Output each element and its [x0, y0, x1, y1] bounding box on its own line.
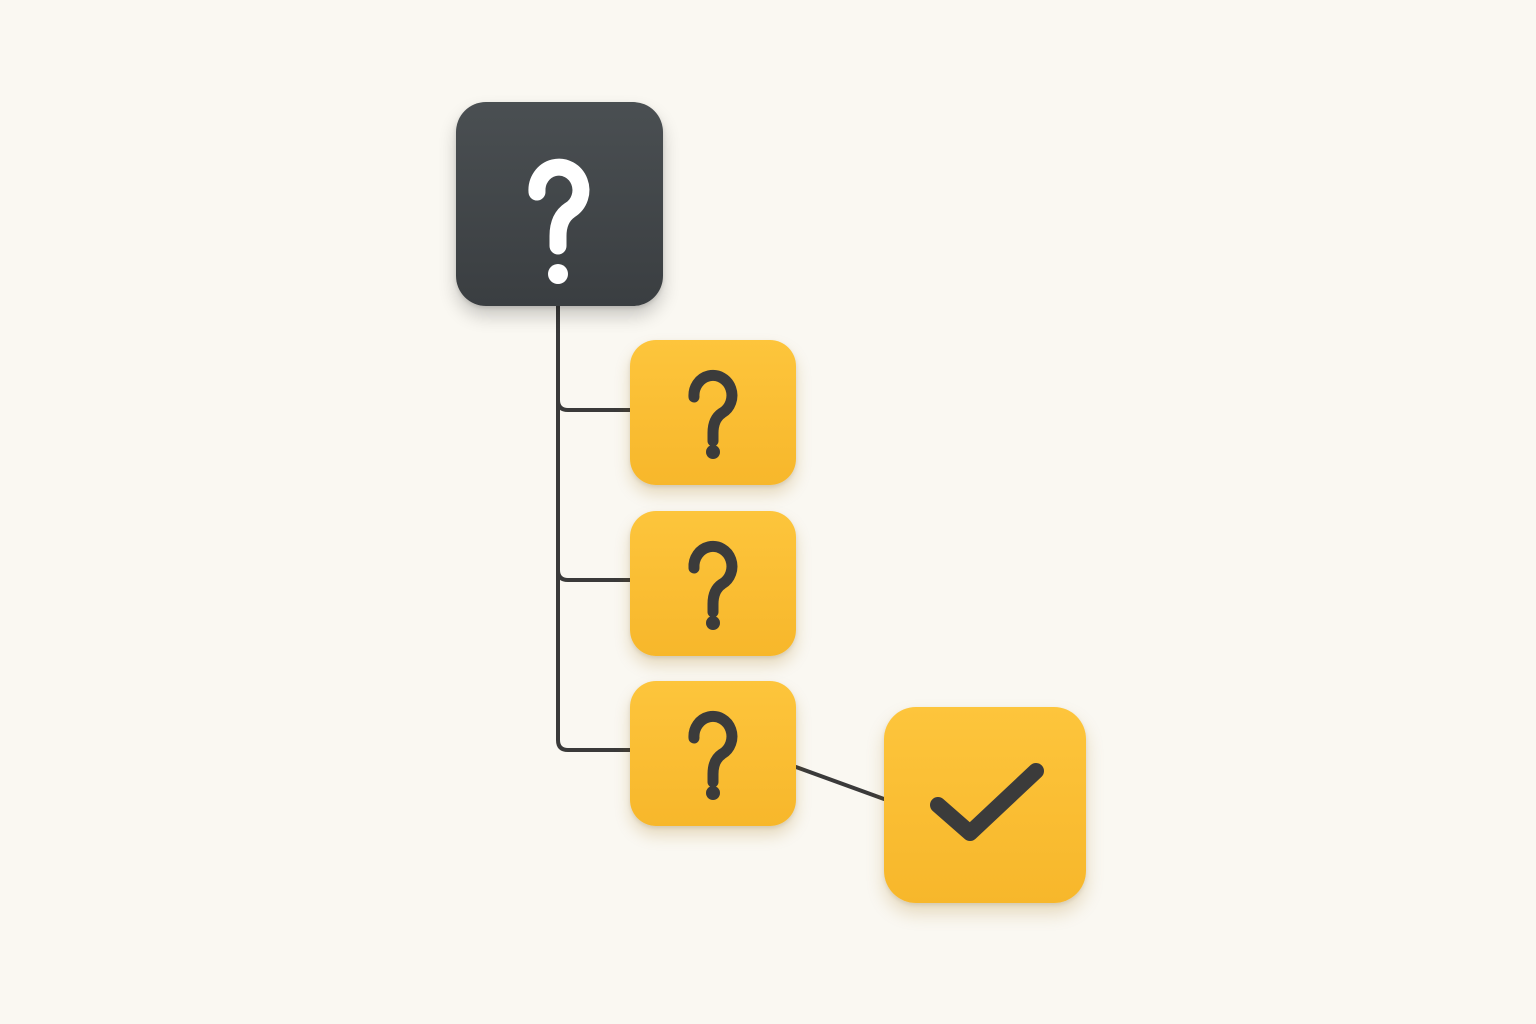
checkmark-icon	[930, 763, 1044, 841]
result-connector-line	[794, 765, 886, 801]
root-question-node[interactable]	[456, 102, 663, 306]
option-node-1[interactable]	[630, 340, 796, 485]
trunk-line	[556, 304, 632, 752]
branch-line-option-2	[556, 568, 632, 582]
question-mark-icon	[688, 540, 738, 630]
question-mark-icon	[528, 158, 590, 284]
option-node-3[interactable]	[630, 681, 796, 826]
result-check-node[interactable]	[884, 707, 1086, 903]
branch-line-option-1	[556, 398, 632, 412]
question-mark-icon	[688, 369, 738, 459]
question-mark-icon	[688, 710, 738, 800]
option-node-2[interactable]	[630, 511, 796, 656]
